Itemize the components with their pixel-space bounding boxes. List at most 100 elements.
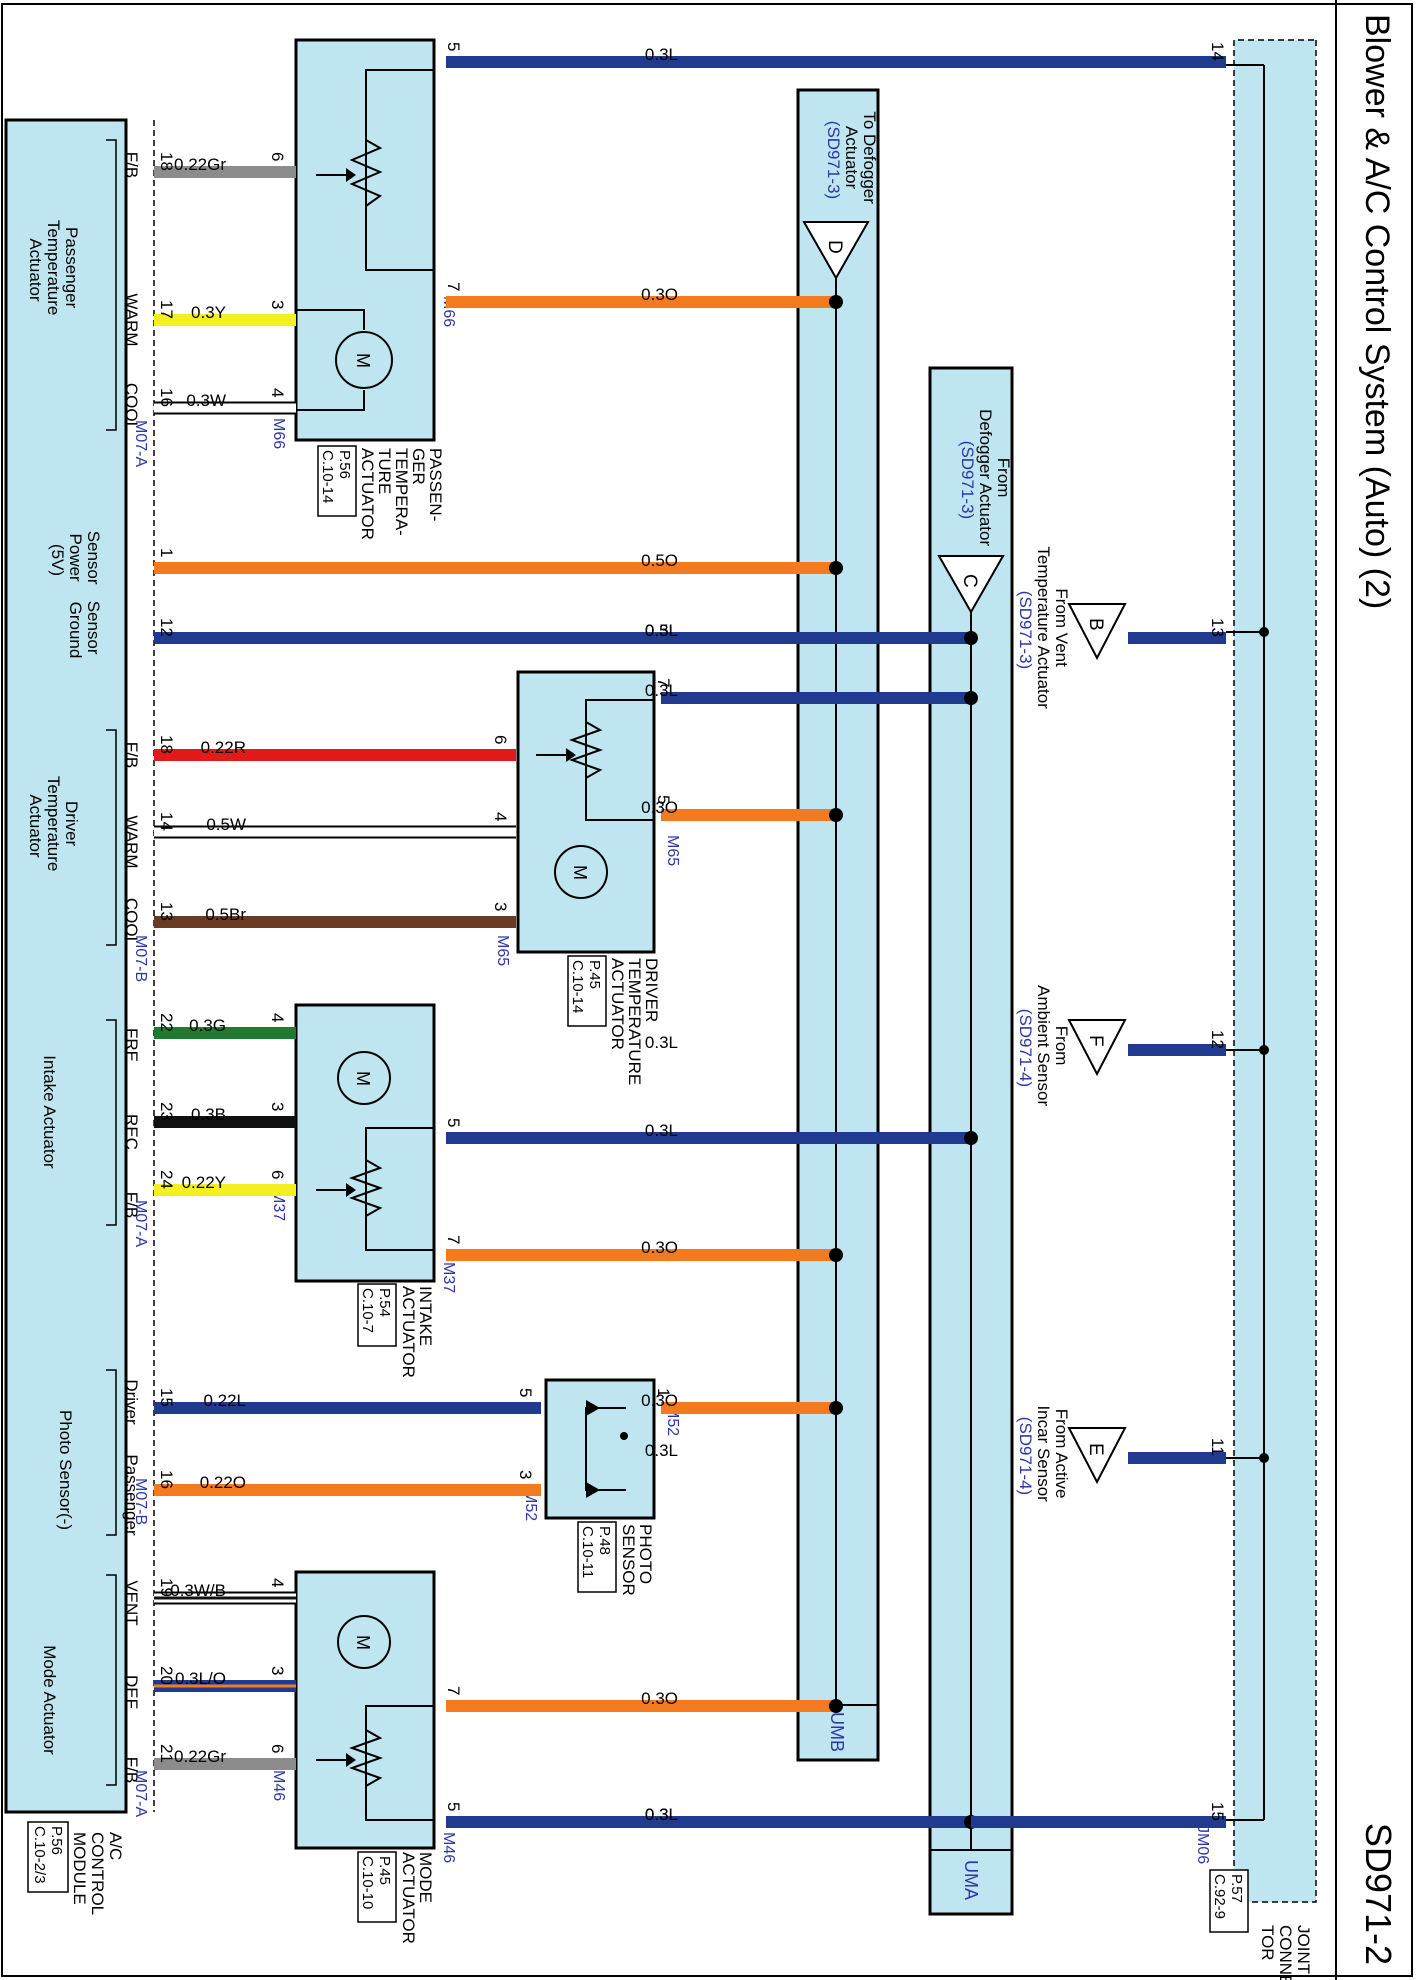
module-label-line: CONTROL bbox=[88, 1832, 107, 1915]
component-ref: P.45 C.10-10 bbox=[359, 1856, 393, 1909]
motor-symbol bbox=[335, 331, 393, 389]
wire-spec-label: 0.3B bbox=[191, 1105, 226, 1124]
wiper-arrowhead bbox=[566, 748, 576, 762]
wire: 0.3O1 bbox=[641, 1388, 843, 1415]
pin-number: 6 bbox=[268, 1170, 287, 1179]
component-ref-line: P.45 bbox=[586, 960, 603, 989]
pin-number: 18 bbox=[157, 735, 176, 754]
bracket-driver bbox=[106, 729, 117, 946]
pin-number: 17 bbox=[157, 300, 176, 319]
component-label-line: SENSOR bbox=[619, 1524, 638, 1596]
pin-number: 6 bbox=[268, 1744, 287, 1753]
connector-id: M07-B bbox=[132, 1478, 149, 1525]
joint-ref-line: P.57 bbox=[1228, 1874, 1245, 1903]
wire-spec-label: 0.5W bbox=[206, 815, 246, 834]
connector-id: M07-A bbox=[132, 1770, 149, 1817]
photo-group-label: Photo Sensor(-) bbox=[56, 1410, 75, 1530]
component-ref-box bbox=[317, 445, 357, 517]
power-group-label: Sensor Power (5V) bbox=[48, 531, 103, 590]
connector-id: M65 bbox=[494, 935, 511, 966]
module-ref-line: P.56 bbox=[48, 1826, 65, 1855]
motor-symbol bbox=[554, 845, 608, 899]
potentiometer-loop bbox=[585, 699, 654, 821]
diagram-title: Blower & A/C Control System (Auto) (2) bbox=[1358, 14, 1396, 609]
wire-spec-label: 0.3O bbox=[641, 798, 678, 817]
wire-spec-label: 0.3G bbox=[189, 1016, 226, 1035]
potentiometer-loop bbox=[365, 69, 434, 271]
component-label-line: PHOTO bbox=[636, 1524, 655, 1584]
arrow-f-triangle bbox=[1067, 1019, 1127, 1077]
pin-number: 3 bbox=[491, 902, 510, 911]
component-label-line: TEMPERA- bbox=[392, 448, 411, 536]
component-ref: P.48 C.10-11 bbox=[579, 1526, 613, 1578]
potentiometer-loop bbox=[365, 1127, 434, 1251]
component-label: PASSEN- GER TEMPERA- TURE ACTUATOR bbox=[358, 448, 445, 541]
arrow-c-label-line: From bbox=[994, 458, 1013, 498]
wire-spec-label: 0.5O bbox=[641, 551, 678, 570]
bracket-passenger bbox=[106, 139, 117, 431]
module-ref-line: C.10-2/3 bbox=[31, 1826, 48, 1884]
motor-leads bbox=[296, 309, 365, 411]
wire-spec-label: 0.22Y bbox=[182, 1173, 226, 1192]
wire-spec-label: 0.5Br bbox=[205, 905, 246, 924]
arrow-d: D To Defogger Actuator (SD971-3) bbox=[802, 111, 879, 300]
driver-group-line: Actuator bbox=[26, 794, 45, 858]
pin-number: 7 bbox=[444, 1686, 463, 1695]
pin-number: 5 bbox=[654, 795, 673, 804]
arrow-e-ref: (SD971-4) bbox=[1016, 1417, 1035, 1495]
pin-number: 7 bbox=[654, 678, 673, 687]
joint-node bbox=[1259, 1045, 1269, 1055]
pin-number: 18 bbox=[157, 152, 176, 171]
intake-group-label: Intake Actuator bbox=[40, 1055, 59, 1169]
joint-node bbox=[1259, 1453, 1269, 1463]
pin-label-fb: F/B bbox=[122, 152, 141, 178]
photodiode-symbol bbox=[586, 1400, 600, 1416]
power-group-line: Power bbox=[66, 534, 85, 583]
pin-number: 4 bbox=[268, 388, 287, 397]
joint-ref-line: C.92-9 bbox=[1211, 1874, 1228, 1919]
passenger-group-line: Actuator bbox=[26, 238, 45, 302]
pin-number: 23 bbox=[157, 1102, 176, 1121]
pin-number: 7 bbox=[444, 282, 463, 291]
module-ref: P.56 C.10-2/3 bbox=[31, 1826, 65, 1884]
component-ref-line: C.10-10 bbox=[359, 1856, 376, 1909]
pin-number: 4 bbox=[268, 1013, 287, 1022]
pin-number: 20 bbox=[157, 1666, 176, 1685]
pin-label-fb: F/B bbox=[122, 742, 141, 768]
connector-id: M52 bbox=[522, 1490, 539, 1521]
passenger-group-line: Temperature bbox=[44, 220, 63, 315]
wire-spec-label: 0.3O bbox=[641, 1689, 678, 1708]
component-ref-box bbox=[357, 1283, 397, 1347]
pin-number: 19 bbox=[157, 1578, 176, 1597]
bracket-photo bbox=[106, 1369, 117, 1536]
wire-spec-label: 0.3L bbox=[645, 1033, 678, 1052]
connector-id: M07-A bbox=[132, 420, 149, 467]
power-group-line: Sensor bbox=[84, 531, 103, 585]
wiper-arrowhead bbox=[346, 1183, 356, 1197]
pin-label-vent: VENT bbox=[122, 1580, 141, 1625]
arrow-f: F From Ambient Sensor (SD971-4) bbox=[1016, 985, 1127, 1106]
arrow-d-ref: (SD971-3) bbox=[824, 121, 843, 199]
arrow-f-letter: F bbox=[1085, 1035, 1106, 1047]
pin-number: 13 bbox=[1208, 618, 1227, 637]
ground-group-line: Sensor bbox=[84, 601, 103, 655]
pin-number: 3 bbox=[268, 300, 287, 309]
wire-spec-label: 0.3O bbox=[641, 285, 678, 304]
resistor-symbol bbox=[349, 1159, 383, 1217]
connector-id: M46 bbox=[440, 1832, 457, 1863]
pin-number: 12 bbox=[157, 618, 176, 637]
pin-number: 1 bbox=[654, 1388, 673, 1397]
resistor-symbol bbox=[349, 1729, 383, 1787]
pin-label-warm: WARM bbox=[122, 293, 141, 346]
connector-id: M37 bbox=[440, 1262, 457, 1293]
module-ref-box bbox=[27, 1821, 69, 1893]
wiper-arrowhead bbox=[346, 1753, 356, 1767]
